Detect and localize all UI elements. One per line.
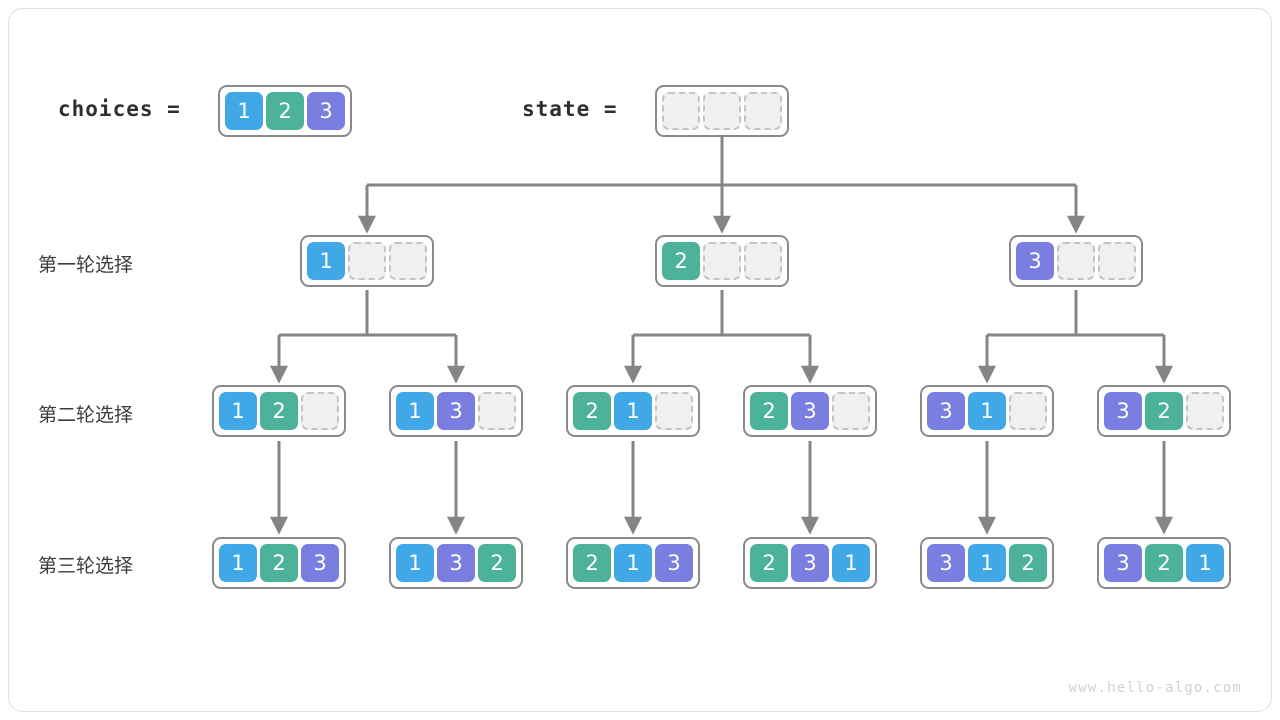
array-cell-value: 3 [307, 92, 345, 130]
array-cell-empty [1098, 242, 1136, 280]
round1-node-1: 1 [300, 235, 434, 287]
array-cell-value: 3 [927, 544, 965, 582]
array-cell-value: 2 [573, 392, 611, 430]
array-cell-value: 2 [573, 544, 611, 582]
array-cell-empty [832, 392, 870, 430]
array-cell-empty [703, 92, 741, 130]
array-cell-empty [655, 392, 693, 430]
array-cell-value: 1 [968, 392, 1006, 430]
array-cell-value: 2 [1009, 544, 1047, 582]
array-cell-value: 1 [219, 544, 257, 582]
array-cell-value: 3 [1104, 392, 1142, 430]
array-cell-value: 1 [396, 544, 434, 582]
state-array [655, 85, 789, 137]
array-cell-empty [744, 92, 782, 130]
array-cell-empty [301, 392, 339, 430]
array-cell-value: 2 [1145, 544, 1183, 582]
array-cell-value: 3 [791, 544, 829, 582]
array-cell-value: 2 [260, 392, 298, 430]
round1-node-2: 2 [655, 235, 789, 287]
array-cell-empty [744, 242, 782, 280]
array-cell-empty [1009, 392, 1047, 430]
array-cell-value: 3 [301, 544, 339, 582]
array-cell-value: 3 [655, 544, 693, 582]
array-cell-value: 1 [968, 544, 1006, 582]
array-cell-value: 3 [437, 392, 475, 430]
array-cell-value: 3 [1016, 242, 1054, 280]
array-cell-empty [1186, 392, 1224, 430]
array-cell-empty [662, 92, 700, 130]
array-cell-empty [348, 242, 386, 280]
array-cell-value: 1 [219, 392, 257, 430]
row-label-round-2: 第二轮选择 [38, 404, 134, 426]
array-cell-value: 3 [1104, 544, 1142, 582]
row-label-round-1: 第一轮选择 [38, 254, 134, 276]
array-cell-value: 1 [396, 392, 434, 430]
state-label: state = [522, 97, 618, 121]
round1-node-3: 3 [1009, 235, 1143, 287]
array-cell-value: 1 [225, 92, 263, 130]
array-cell-value: 3 [927, 392, 965, 430]
array-cell-value: 2 [662, 242, 700, 280]
array-cell-value: 1 [307, 242, 345, 280]
array-cell-empty [389, 242, 427, 280]
array-cell-value: 3 [437, 544, 475, 582]
diagram-frame [8, 8, 1272, 712]
array-cell-empty [1057, 242, 1095, 280]
array-cell-value: 2 [478, 544, 516, 582]
array-cell-value: 2 [260, 544, 298, 582]
array-cell-empty [478, 392, 516, 430]
row-label-round-3: 第三轮选择 [38, 555, 134, 577]
array-cell-value: 1 [832, 544, 870, 582]
array-cell-value: 1 [1186, 544, 1224, 582]
array-cell-value: 2 [750, 392, 788, 430]
array-cell-value: 2 [266, 92, 304, 130]
array-cell-value: 1 [614, 392, 652, 430]
array-cell-value: 2 [1145, 392, 1183, 430]
watermark: www.hello-algo.com [1068, 680, 1242, 696]
choices-label: choices = [58, 97, 181, 121]
array-cell-value: 2 [750, 544, 788, 582]
array-cell-value: 1 [614, 544, 652, 582]
array-cell-empty [703, 242, 741, 280]
array-cell-value: 3 [791, 392, 829, 430]
